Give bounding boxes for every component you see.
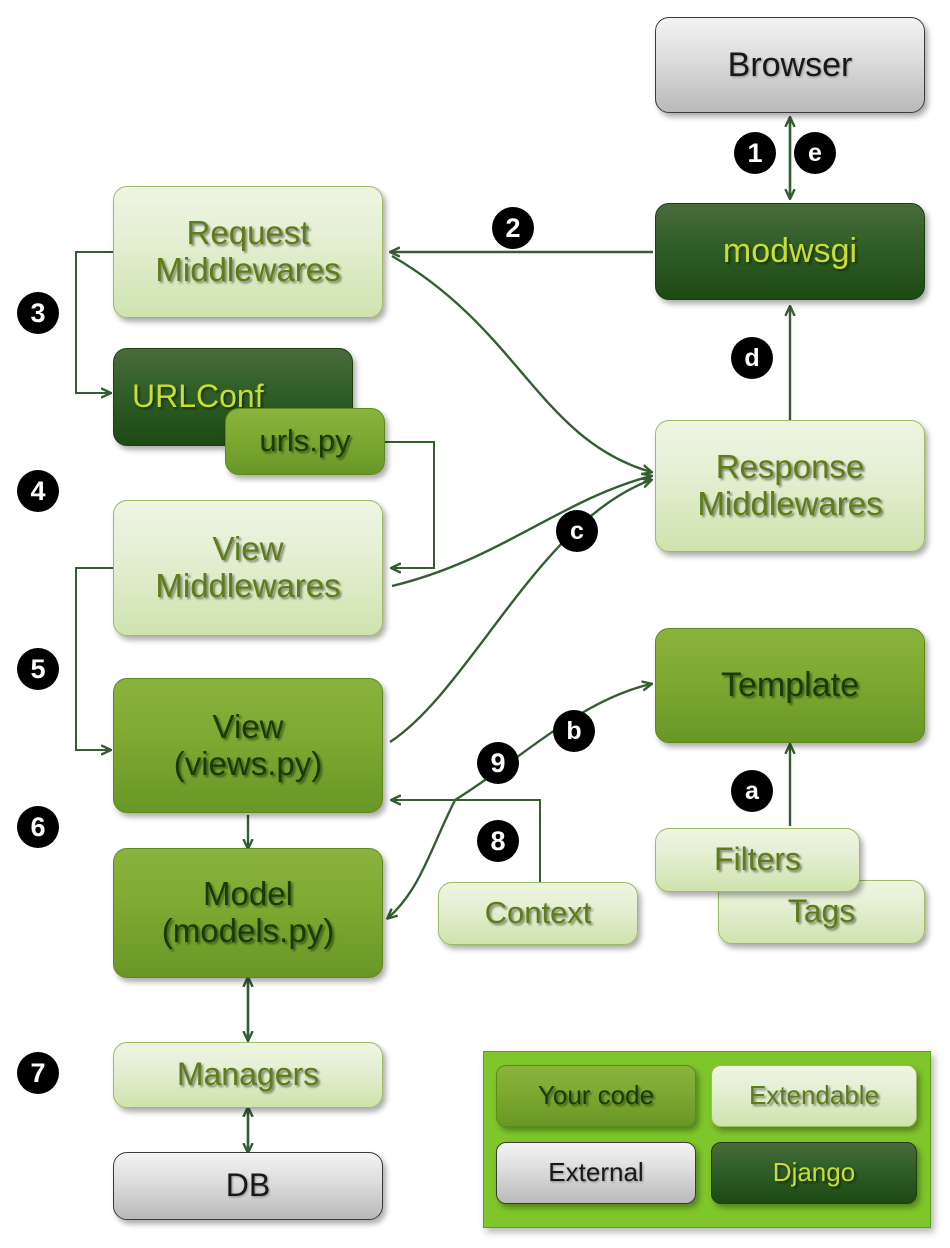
node-filters[interactable]: Filters bbox=[655, 828, 860, 892]
badge-b: b bbox=[553, 710, 595, 752]
badge-8: 8 bbox=[477, 820, 519, 862]
node-model[interactable]: Model (models.py) bbox=[113, 848, 383, 978]
badge-6: 6 bbox=[17, 806, 59, 848]
badge-2: 2 bbox=[492, 207, 534, 249]
badge-e: e bbox=[794, 132, 836, 174]
node-context[interactable]: Context bbox=[438, 882, 638, 945]
node-managers[interactable]: Managers bbox=[113, 1042, 383, 1108]
node-view-middlewares[interactable]: View Middlewares bbox=[113, 500, 383, 636]
legend-external: External bbox=[496, 1142, 696, 1204]
legend-your-code: Your code bbox=[496, 1065, 696, 1127]
node-urls-py[interactable]: urls.py bbox=[225, 408, 385, 475]
badge-7: 7 bbox=[17, 1052, 59, 1094]
legend-extendable: Extendable bbox=[711, 1065, 917, 1127]
legend-django: Django bbox=[711, 1142, 917, 1204]
badge-a: a bbox=[731, 770, 773, 812]
badge-4: 4 bbox=[17, 470, 59, 512]
node-template[interactable]: Template bbox=[655, 628, 925, 743]
node-browser[interactable]: Browser bbox=[655, 17, 925, 113]
badge-1: 1 bbox=[734, 132, 776, 174]
badge-d: d bbox=[731, 337, 773, 379]
legend-panel: Your code Extendable External Django bbox=[483, 1051, 931, 1228]
node-db[interactable]: DB bbox=[113, 1152, 383, 1220]
node-response-middlewares[interactable]: Response Middlewares bbox=[655, 420, 925, 552]
badge-5: 5 bbox=[17, 648, 59, 690]
badge-3: 3 bbox=[17, 292, 59, 334]
badge-c: c bbox=[556, 510, 598, 552]
badge-9: 9 bbox=[477, 742, 519, 784]
node-modwsgi[interactable]: modwsgi bbox=[655, 203, 925, 300]
node-view[interactable]: View (views.py) bbox=[113, 678, 383, 813]
node-request-middlewares[interactable]: Request Middlewares bbox=[113, 186, 383, 318]
